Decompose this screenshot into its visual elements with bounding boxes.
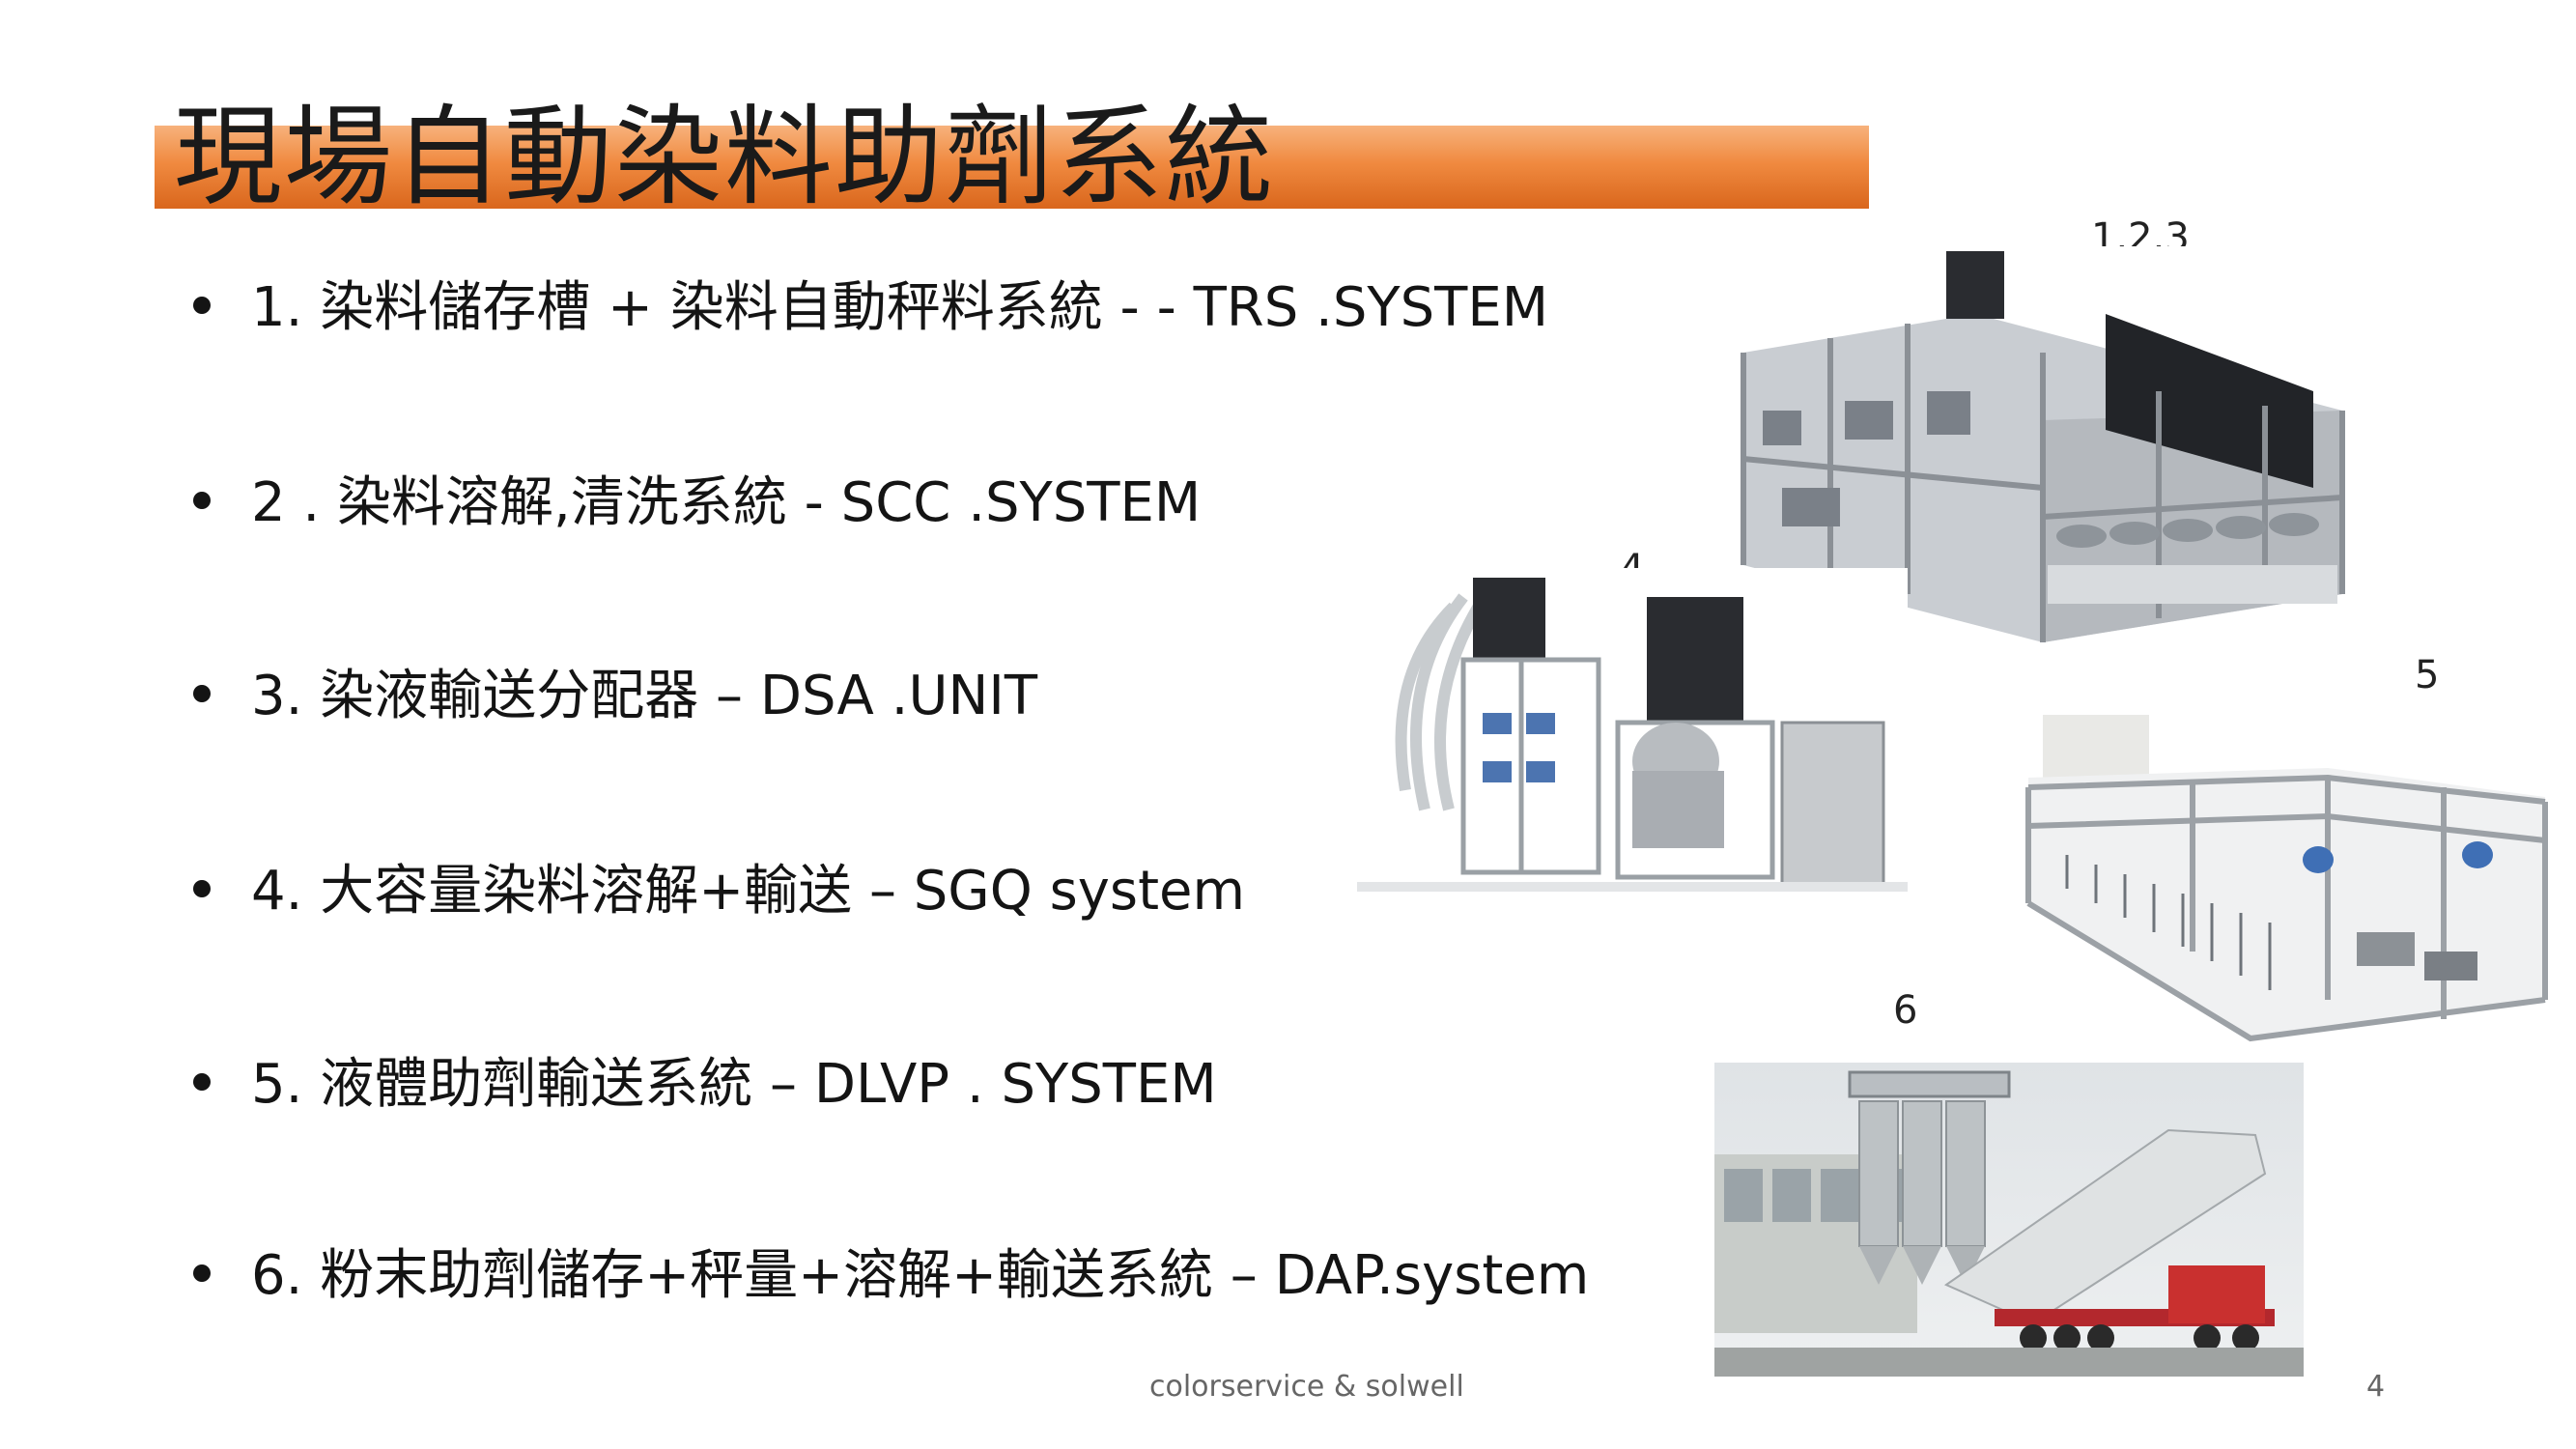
bullet-dot-icon: [193, 296, 211, 314]
sgq-system-photo: [1357, 568, 1908, 916]
page-number: 4: [2366, 1370, 2386, 1404]
image-label-dlvp: 5: [2415, 653, 2440, 697]
bullet-dot-icon: [193, 491, 211, 509]
bullet-dot-icon: [193, 684, 211, 702]
bullet-text: 5. 液體助劑輸送系統 – DLVP . SYSTEM: [251, 1053, 1217, 1116]
bullet-text: 4. 大容量染料溶解+輸送 – SGQ system: [251, 860, 1246, 923]
bullet-item-trs: 1. 染料儲存槽 + 染料自動秤料系統 - - TRS .SYSTEM: [193, 273, 1548, 343]
image-label-dap: 6: [1893, 988, 1918, 1033]
bullet-item-dlvp: 5. 液體助劑輸送系統 – DLVP . SYSTEM: [193, 1050, 1217, 1120]
dap-system-photo: [1714, 1063, 2304, 1377]
bullet-item-scc: 2 . 染料溶解,清洗系統 - SCC .SYSTEM: [193, 469, 1201, 538]
bullet-dot-icon: [193, 879, 211, 897]
bullet-text: 6. 粉末助劑儲存+秤量+溶解+輸送系統 – DAP.system: [251, 1244, 1590, 1307]
bullet-list: 1. 染料儲存槽 + 染料自動秤料系統 - - TRS .SYSTEM 2 . …: [193, 0, 1700, 1449]
bullet-item-sgq: 4. 大容量染料溶解+輸送 – SGQ system: [193, 857, 1245, 926]
bullet-text: 2 . 染料溶解,清洗系統 - SCC .SYSTEM: [251, 471, 1202, 534]
slide-title: 現場自動染料助劑系統: [174, 95, 1275, 220]
bullet-item-dap: 6. 粉末助劑儲存+秤量+溶解+輸送系統 – DAP.system: [193, 1241, 1589, 1311]
footer-text: colorservice & solwell: [1149, 1370, 1464, 1404]
bullet-dot-icon: [193, 1072, 211, 1091]
bullet-item-dsa: 3. 染液輸送分配器 – DSA .UNIT: [193, 662, 1037, 731]
bullet-text: 3. 染液輸送分配器 – DSA .UNIT: [251, 665, 1038, 727]
bullet-dot-icon: [193, 1264, 211, 1282]
bullet-text: 1. 染料儲存槽 + 染料自動秤料系統 - - TRS .SYSTEM: [251, 276, 1549, 339]
dlvp-system-photo: [2009, 710, 2560, 1043]
title-highlight-bar: [155, 126, 1869, 209]
